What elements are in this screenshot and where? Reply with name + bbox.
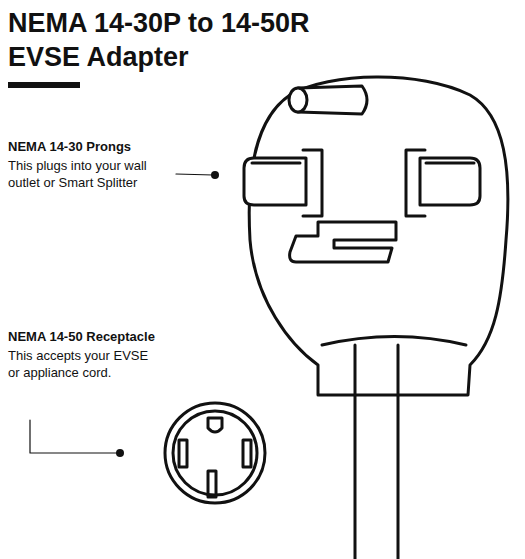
hot-blade [420, 158, 480, 205]
blade-edge [252, 162, 300, 165]
neutral-slot [208, 471, 216, 497]
neutral-prong [290, 222, 396, 262]
title: NEMA 14-30P to 14-50R EVSE Adapter [8, 6, 353, 74]
plug-body [249, 77, 508, 395]
ground-slot [208, 418, 222, 432]
ground-pin-end [289, 88, 307, 112]
hot-slot [243, 440, 251, 467]
title-underline [8, 82, 80, 88]
hot-blade [244, 158, 306, 205]
part-note: This accepts your EVSE or appliance cord… [8, 348, 158, 382]
leader-dot [211, 171, 219, 179]
part-note: This plugs into your wall outlet or Smar… [8, 158, 173, 192]
blade-edge [426, 162, 474, 165]
part-name: NEMA 14-30 Prongs [8, 139, 208, 156]
part-name: NEMA 14-50 Receptacle [8, 329, 208, 346]
leader-line [30, 420, 119, 453]
neck-lines [355, 345, 398, 395]
cord [355, 395, 398, 559]
leader-dot [116, 449, 124, 457]
hot-slot [179, 440, 187, 467]
strain-relief [322, 337, 466, 346]
leader-line [176, 174, 213, 175]
receptacle-face [165, 403, 265, 503]
